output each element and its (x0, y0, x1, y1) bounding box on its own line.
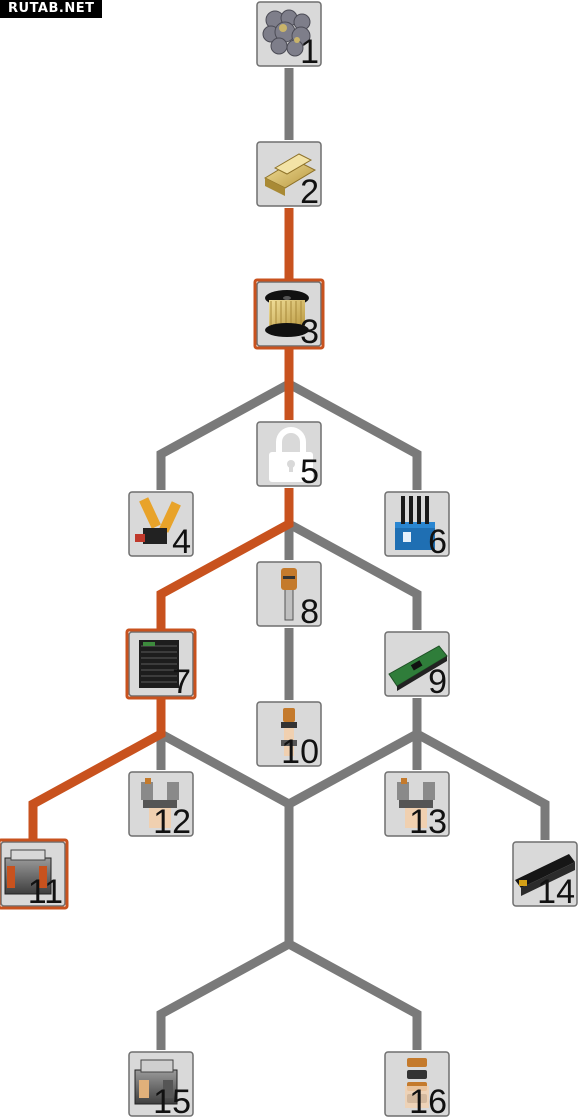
selected-frame (253, 278, 325, 350)
node-number: 15 (153, 1083, 191, 1119)
node-number: 14 (537, 873, 575, 911)
power-supply-icon (139, 640, 179, 688)
machine-icon (134, 1059, 178, 1105)
node-number: 7 (172, 663, 191, 701)
probe-icon (281, 568, 297, 621)
wire-spool-icon (265, 290, 309, 337)
router-icon (395, 496, 435, 550)
node-1[interactable]: 1 (256, 1, 322, 71)
node-5[interactable]: 5 (256, 421, 322, 491)
node-9[interactable]: 9 (384, 631, 450, 701)
edge-7-11 (28, 698, 166, 840)
node-8[interactable]: 8 (256, 561, 322, 631)
coil-stack-icon (405, 1058, 429, 1108)
node-number: 4 (172, 523, 191, 561)
node-11[interactable]: 11 (0, 838, 69, 911)
rock-ore-icon (262, 9, 311, 57)
node-15[interactable]: 15 (128, 1051, 194, 1119)
node-6[interactable]: 6 (384, 491, 450, 561)
node-number: 11 (28, 873, 63, 911)
clamp-tool-icon (135, 497, 181, 544)
node-number: 9 (428, 663, 447, 701)
generator-icon (4, 849, 52, 895)
node-number: 3 (300, 313, 319, 351)
node-number: 10 (281, 733, 319, 771)
connector-icon (281, 708, 297, 756)
node-12[interactable]: 12 (128, 771, 194, 841)
assembly-icon (397, 778, 435, 828)
selected-frame (0, 838, 69, 910)
node-4[interactable]: 4 (128, 491, 194, 561)
node-number: 5 (300, 453, 319, 491)
edge-9-15 (286, 730, 420, 808)
edge-9-14 (412, 698, 550, 840)
assembly-icon (141, 778, 179, 828)
node-3[interactable]: 3 (253, 278, 325, 351)
node-number: 1 (300, 33, 319, 71)
node-number: 12 (153, 803, 191, 841)
node-2[interactable]: 2 (256, 141, 322, 211)
node-13[interactable]: 13 (384, 771, 450, 841)
selected-frame (125, 628, 197, 700)
node-number: 16 (409, 1083, 447, 1119)
node-number: 13 (409, 803, 447, 841)
node-number: 8 (300, 593, 319, 631)
node-16[interactable]: 16 (384, 1051, 450, 1119)
node-14[interactable]: 14 (512, 841, 578, 911)
circuit-board-icon (388, 645, 448, 691)
node-7[interactable]: 7 (125, 628, 197, 701)
node-10[interactable]: 10 (256, 701, 322, 771)
node-number: 6 (428, 523, 447, 561)
padlock-icon (269, 427, 313, 482)
node-number: 2 (300, 173, 319, 211)
edge-7-16 (286, 940, 422, 1050)
battery-pack-icon (515, 854, 575, 896)
edge-5-7 (156, 488, 294, 630)
site-watermark: RUTAB.NET (0, 0, 103, 18)
connector-lines (28, 68, 550, 1050)
gold-bars-icon (263, 153, 317, 196)
